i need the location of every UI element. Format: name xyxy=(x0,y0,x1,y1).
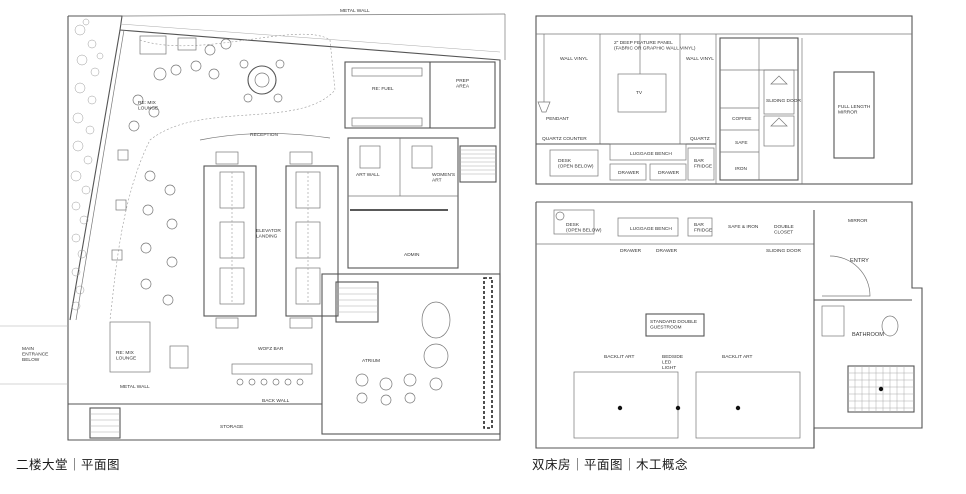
plan-backlit-right: BACKLIT ART xyxy=(722,354,753,360)
elev-safe: SAFE xyxy=(735,140,748,146)
plan-drawer-2: DRAWER xyxy=(656,248,678,254)
elev-quartz-counter: QUARTZ COUNTER xyxy=(542,136,587,142)
elev-luggage-bench: LUGGAGE BENCH xyxy=(630,151,672,157)
plan-safe-iron: SAFE & IRON xyxy=(728,224,759,230)
label-admin: ADMIN xyxy=(404,252,420,258)
label-wofz-bar: WOFZ BAR xyxy=(258,346,284,352)
label-metal-wall-bottom: METAL WALL xyxy=(120,384,150,390)
label-art-wall: ART WALL xyxy=(356,172,380,178)
elev-feature-panel: 2" DEEP FEATURE PANEL(FABRIC OR GRAPHIC … xyxy=(614,40,696,52)
caption-lobby-plan: 二楼大堂｜平面图 xyxy=(16,457,121,472)
plan-backlit-left: BACKLIT ART xyxy=(604,354,635,360)
lounge-seating xyxy=(111,149,178,306)
guestroom-millwork-elevation: TV PENDANT WALL VINYL 2" DEEP FEATURE PA… xyxy=(535,15,913,185)
elev-iron: IRON xyxy=(735,166,748,172)
elev-quartz: QUARTZ xyxy=(690,136,710,142)
landscape-trees xyxy=(70,18,104,311)
plan-luggage-bench: LUGGAGE BENCH xyxy=(630,226,672,232)
elev-desk: DESK(OPEN BELOW) xyxy=(558,158,594,170)
label-reception: RECEPTION xyxy=(250,132,279,138)
plan-sliding-door: SLIDING DOOR xyxy=(766,248,801,254)
elev-drawer-1: DRAWER xyxy=(618,170,640,176)
elev-pendant: PENDANT xyxy=(546,116,569,122)
shower-tile-grid xyxy=(847,365,915,413)
label-re-fuel: RE: FUEL xyxy=(372,86,394,92)
plan-entry: ENTRY xyxy=(850,258,869,264)
label-back-wall: BACK WALL xyxy=(262,398,290,404)
plan-desk: DESK(OPEN BELOW) xyxy=(566,222,602,234)
elev-sliding-door: SLIDING DOOR xyxy=(766,98,801,104)
elev-wall-vinyl-right: WALL VINYL xyxy=(686,56,714,62)
plan-drawer-1: DRAWER xyxy=(620,248,642,254)
elev-wall-vinyl-left: WALL VINYL xyxy=(560,56,588,62)
plan-mirror: MIRROR xyxy=(848,218,868,224)
label-atrium: ATRIUM xyxy=(362,358,380,364)
label-storage: STORAGE xyxy=(220,424,243,430)
elev-coffee: COFFEE xyxy=(732,116,751,122)
atrium-furniture xyxy=(355,301,451,406)
label-metal-wall-top: METAL WALL xyxy=(340,8,370,14)
plan-bathroom: BATHROOM xyxy=(852,332,884,338)
elev-tv: TV xyxy=(636,90,643,96)
elev-drawer-2: DRAWER xyxy=(658,170,680,176)
top-lounge-furniture xyxy=(128,35,285,132)
caption-guestroom-plan: 双床房｜平面图｜木工概念 xyxy=(532,457,689,472)
